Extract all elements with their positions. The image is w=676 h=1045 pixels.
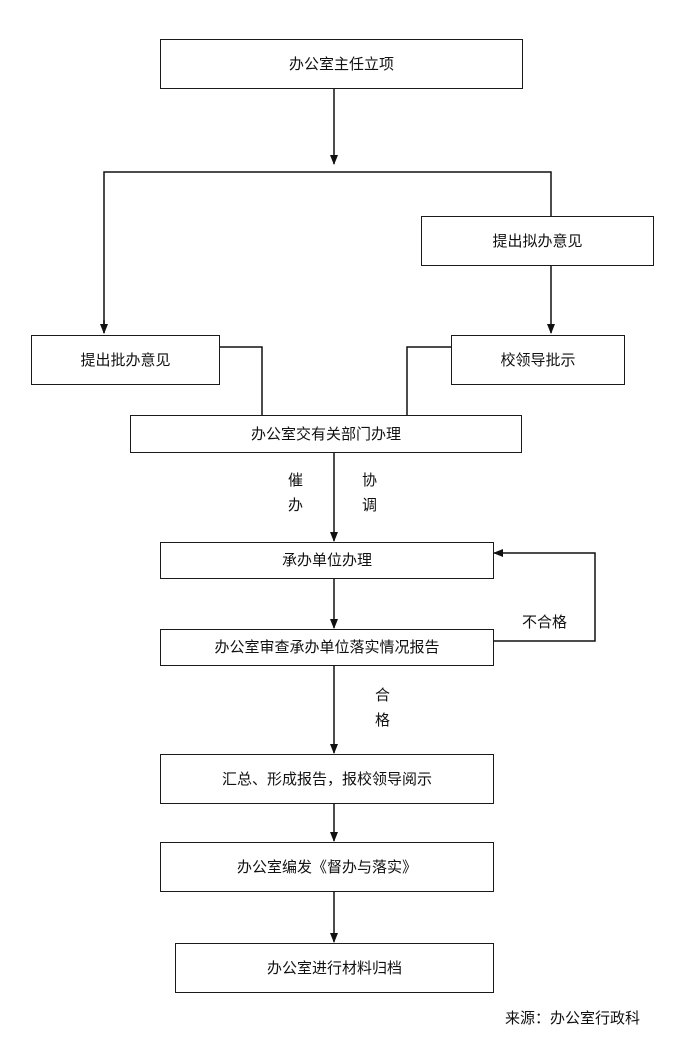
connector-fail-loop xyxy=(493,549,596,642)
connector-branch-split xyxy=(103,171,552,333)
label-coordinate-2: 调 xyxy=(362,496,378,514)
node-leader-approval: 校领导批示 xyxy=(451,335,625,385)
node-archive: 办公室进行材料归档 xyxy=(175,943,494,993)
node-review: 办公室审查承办单位落实情况报告 xyxy=(160,629,494,666)
node-summarize: 汇总、形成报告，报校领导阅示 xyxy=(160,754,494,804)
label-pass-2: 格 xyxy=(375,711,391,729)
node-assign: 办公室交有关部门办理 xyxy=(130,415,522,453)
footer-source: 来源：办公室行政科 xyxy=(505,1009,641,1027)
label-urge-1: 催 xyxy=(288,471,304,489)
label-urge-2: 办 xyxy=(288,496,304,514)
connector-propose-approval-to-assign xyxy=(220,346,263,415)
node-handle: 承办单位办理 xyxy=(160,542,494,579)
label-coordinate-1: 协 xyxy=(362,471,378,489)
label-pass-1: 合 xyxy=(375,686,391,704)
node-propose-approval: 提出批办意见 xyxy=(31,335,220,385)
node-publish: 办公室编发《督办与落实》 xyxy=(160,842,494,892)
node-propose-draft: 提出拟办意见 xyxy=(421,216,654,266)
node-start: 办公室主任立项 xyxy=(160,39,523,89)
connector-leader-to-assign xyxy=(406,346,451,415)
label-fail: 不合格 xyxy=(522,613,568,631)
